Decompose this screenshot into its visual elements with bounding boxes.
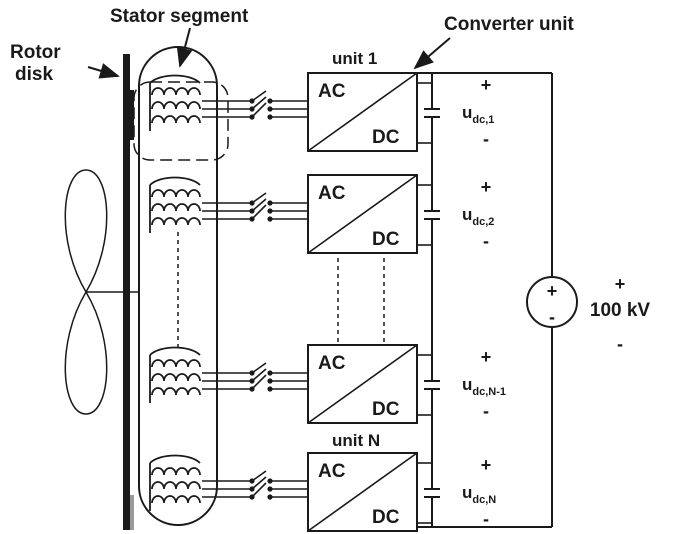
dc-link-plus: + — [481, 455, 492, 475]
source-plus-label: + — [615, 274, 626, 294]
unit-1-label: unit 1 — [332, 49, 377, 68]
dc-link-minus: - — [483, 231, 489, 251]
dc-link-plus: + — [481, 75, 492, 95]
ac-dc-converter-box — [307, 344, 418, 424]
dc-link-plus: + — [481, 347, 492, 367]
dc-link-plus: + — [481, 177, 492, 197]
phase-switches — [202, 470, 308, 500]
phase-switches — [202, 362, 308, 392]
unit-n-label: unit N — [332, 431, 380, 450]
rotor-disk — [123, 54, 134, 530]
rotor-disk-label-1: Rotor — [10, 42, 61, 63]
rotor-disk-label-2: disk — [15, 64, 53, 85]
dc-label: DC — [372, 399, 400, 420]
phase-switches — [202, 192, 308, 222]
converter-unit-1: AC DC + udc,1 - — [149, 72, 494, 152]
ac-dc-converter-box — [307, 72, 418, 152]
dc-bus — [417, 72, 553, 528]
dc-link-minus: - — [483, 401, 489, 421]
source-voltage-label: 100 kV — [590, 300, 651, 321]
ac-label: AC — [318, 353, 346, 374]
dc-link-minus: - — [483, 129, 489, 149]
ac-dc-converter-box — [307, 174, 418, 254]
converter-unit-arrow — [413, 37, 451, 70]
dc-link-voltage-label: udc,N-1 — [462, 375, 506, 398]
stator-winding — [149, 346, 201, 403]
rotor-disk-arrow — [87, 63, 120, 79]
svg-text:+: + — [547, 281, 558, 301]
dc-label: DC — [372, 229, 400, 250]
stator-segment-highlight — [133, 81, 229, 161]
ac-label: AC — [318, 461, 346, 482]
dc-link-minus: - — [483, 509, 489, 529]
dc-link-voltage-label: udc,N — [462, 483, 496, 506]
stator-winding — [149, 74, 201, 131]
ac-label: AC — [318, 81, 346, 102]
converter-unit-2: AC DC + udc,2 - — [149, 174, 494, 254]
phase-switches — [202, 90, 308, 120]
converter-unit-3: AC DC + udc,N-1 - — [149, 344, 506, 424]
voltage-source: + - — [526, 276, 578, 328]
source-minus-label: - — [617, 334, 623, 354]
converter-unit-4: AC DC + udc,N - — [149, 452, 496, 532]
ac-dc-converter-box — [307, 452, 418, 532]
dc-link-voltage-label: udc,2 — [462, 205, 494, 228]
stator-winding — [149, 176, 201, 233]
ac-label: AC — [318, 183, 346, 204]
converter-unit-label: Converter unit — [444, 14, 575, 35]
dc-label: DC — [372, 507, 400, 528]
dc-label: DC — [372, 127, 400, 148]
stator-segment-arrow — [176, 27, 193, 68]
stator-segment-label: Stator segment — [110, 6, 249, 27]
stator-winding — [149, 454, 201, 511]
dc-link-voltage-label: udc,1 — [462, 103, 494, 126]
svg-text:-: - — [549, 307, 555, 327]
